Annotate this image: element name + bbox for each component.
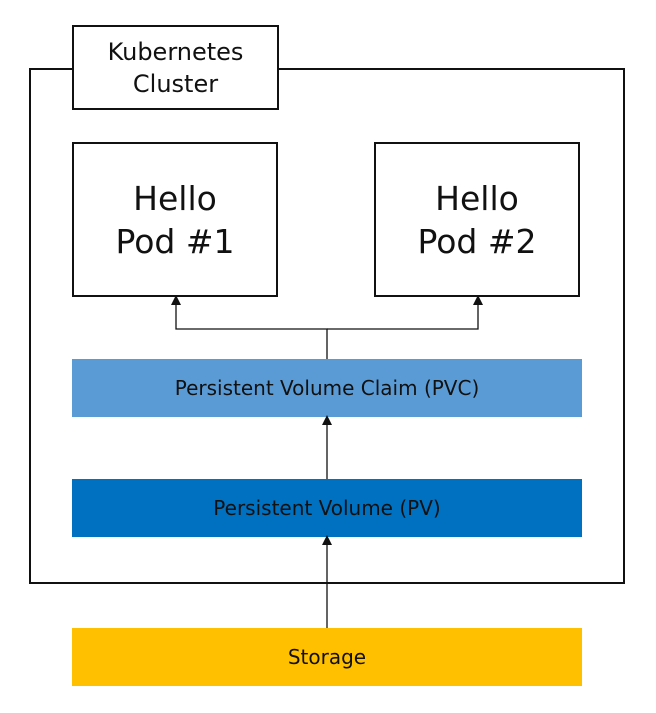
pod-1-line1: Hello: [133, 178, 217, 218]
pv-bar: Persistent Volume (PV): [72, 479, 582, 537]
pod-1-line2: Pod #1: [115, 221, 235, 261]
cluster-label-box: Kubernetes Cluster: [72, 25, 279, 110]
cluster-label-line2: Cluster: [132, 69, 219, 98]
hello-pod-1: Hello Pod #1: [72, 142, 278, 297]
hello-pod-2: Hello Pod #2: [374, 142, 580, 297]
pod-2-line1: Hello: [435, 178, 519, 218]
pvc-bar: Persistent Volume Claim (PVC): [72, 359, 582, 417]
pv-label: Persistent Volume (PV): [213, 496, 441, 520]
cluster-label-line1: Kubernetes: [107, 37, 244, 66]
pvc-label: Persistent Volume Claim (PVC): [174, 376, 480, 400]
storage-label: Storage: [287, 645, 367, 669]
storage-bar: Storage: [72, 628, 582, 686]
pod-2-line2: Pod #2: [417, 221, 537, 261]
